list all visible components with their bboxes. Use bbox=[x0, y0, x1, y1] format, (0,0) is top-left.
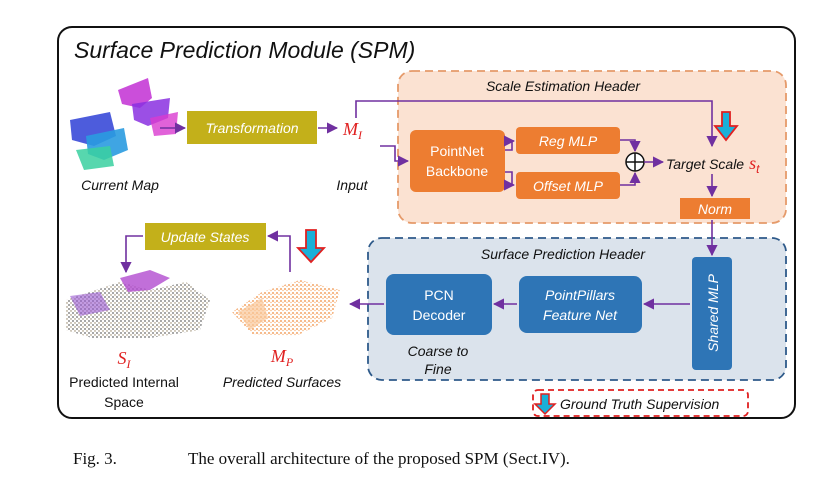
pointnet-label-1: PointNet bbox=[430, 143, 484, 159]
offset-mlp-box bbox=[516, 172, 620, 199]
legend-arrow-icon bbox=[533, 393, 557, 416]
mi-symbol: MI bbox=[342, 119, 363, 142]
norm-label: Norm bbox=[698, 201, 733, 217]
pcn-decoder-box bbox=[386, 274, 492, 335]
pointnet-label-2: Backbone bbox=[426, 163, 488, 179]
module-frame bbox=[57, 26, 796, 419]
arrow-mi-to-pointnet bbox=[380, 145, 410, 167]
arrow-reg-to-sum bbox=[620, 139, 641, 153]
arrow-surfaces-to-update bbox=[266, 230, 291, 272]
ground-truth-legend bbox=[532, 389, 749, 417]
pcn-label-1: PCN bbox=[424, 287, 454, 303]
predicted-internal-label-1: Predicted Internal bbox=[69, 374, 179, 390]
coarse-to-fine-label-1: Coarse to bbox=[408, 343, 469, 359]
update-states-box bbox=[145, 223, 266, 250]
pointpillars-label-2: Feature Net bbox=[543, 307, 618, 323]
arrow-mi-to-target bbox=[355, 100, 718, 148]
supervision-arrow-icon bbox=[713, 111, 739, 142]
scale-header-label: Scale Estimation Header bbox=[486, 78, 641, 94]
offset-mlp-label: Offset MLP bbox=[533, 178, 604, 194]
surface-supervision-arrow-icon bbox=[295, 229, 327, 264]
predicted-surfaces-label: Predicted Surfaces bbox=[223, 374, 341, 390]
module-title: Surface Prediction Module (SPM) bbox=[74, 37, 415, 63]
current-map-label: Current Map bbox=[81, 177, 159, 193]
arrow-offset-to-sum bbox=[620, 171, 641, 186]
arrow-update-to-internal bbox=[120, 235, 143, 274]
pointpillars-label-1: PointPillars bbox=[545, 287, 615, 303]
current-map-pointcloud bbox=[70, 78, 178, 170]
predicted-internal-pointcloud bbox=[66, 270, 210, 338]
transformation-box bbox=[187, 111, 317, 144]
caption-text: The overall architecture of the proposed… bbox=[188, 449, 570, 468]
si-symbol: SI bbox=[118, 348, 132, 371]
reg-mlp-box bbox=[516, 127, 620, 154]
reg-mlp-label: Reg MLP bbox=[539, 133, 598, 149]
caption-fig: Fig. 3. bbox=[73, 449, 117, 468]
pointpillars-box bbox=[519, 276, 642, 333]
input-label: Input bbox=[336, 177, 368, 193]
pointnet-backbone-box bbox=[410, 130, 505, 192]
norm-box bbox=[680, 198, 750, 219]
coarse-to-fine-label-2: Fine bbox=[424, 361, 451, 377]
surface-header-label: Surface Prediction Header bbox=[481, 246, 647, 262]
ground-truth-label: Ground Truth Supervision bbox=[560, 396, 719, 412]
sum-operator-icon bbox=[625, 152, 645, 172]
shared-mlp-label: Shared MLP bbox=[705, 273, 721, 351]
transformation-label: Transformation bbox=[205, 120, 298, 136]
update-states-label: Update States bbox=[161, 229, 250, 245]
pcn-label-2: Decoder bbox=[413, 307, 466, 323]
predicted-internal-label-2: Space bbox=[104, 394, 144, 410]
shared-mlp-box bbox=[692, 257, 732, 370]
mp-symbol: MP bbox=[270, 346, 294, 369]
arrow-pointnet-to-offset bbox=[503, 171, 516, 191]
predicted-surfaces-pointcloud bbox=[232, 280, 340, 336]
arrow-pointnet-to-reg bbox=[503, 135, 516, 151]
